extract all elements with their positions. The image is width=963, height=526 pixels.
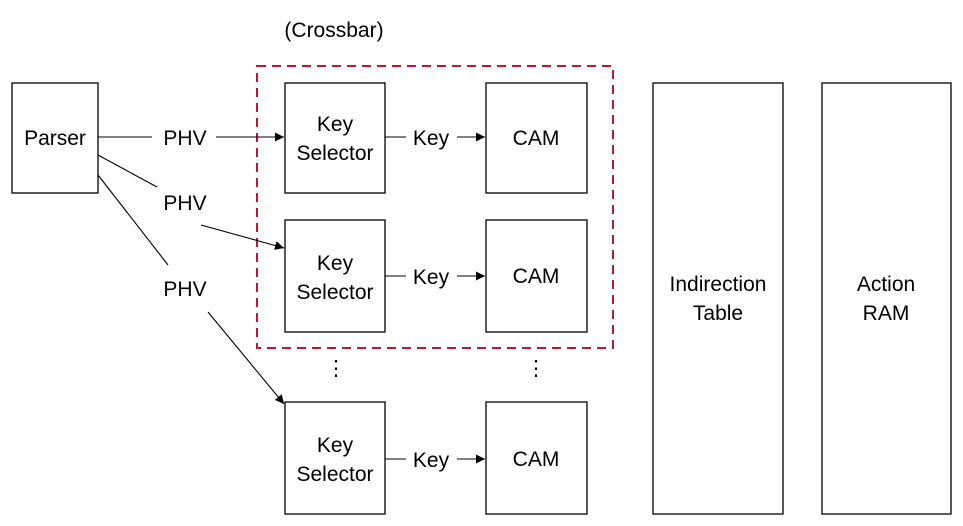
- key-label-2: Key: [413, 266, 450, 289]
- parser-box: Parser: [11, 82, 99, 194]
- key-selector-2-line1: Key: [317, 252, 354, 275]
- crossbar-label: (Crossbar): [284, 19, 383, 42]
- phv-label-3: PHV: [163, 278, 206, 301]
- ellipsis-key-selectors: ⋮: [326, 357, 347, 380]
- key-selector-3-line1: Key: [317, 434, 354, 457]
- phv-connector-3: PHV: [97, 174, 285, 405]
- ellipsis-cams: ⋮: [526, 357, 547, 380]
- cam-1: CAM: [485, 82, 588, 194]
- key-connector-1: Key: [385, 127, 485, 150]
- cam-2: CAM: [485, 219, 588, 333]
- phv-label-1: PHV: [163, 127, 206, 150]
- phv-label-2: PHV: [163, 192, 206, 215]
- action-ram-box: Action RAM: [821, 82, 952, 515]
- key-selector-2: Key Selector: [284, 219, 386, 333]
- cam-3-label: CAM: [513, 448, 560, 471]
- action-ram-line1: Action: [857, 273, 915, 296]
- key-selector-1: Key Selector: [284, 82, 386, 194]
- cam-2-label: CAM: [513, 265, 560, 288]
- cam-1-label: CAM: [513, 127, 560, 150]
- key-connector-3: Key: [385, 449, 485, 472]
- phv-connector-2: PHV: [97, 154, 285, 250]
- key-selector-3: Key Selector: [284, 401, 386, 515]
- key-label-1: Key: [413, 127, 450, 150]
- phv-connector-1: PHV: [98, 127, 284, 150]
- key-selector-3-line2: Selector: [296, 463, 373, 486]
- key-connector-2: Key: [385, 266, 485, 289]
- key-selector-1-line1: Key: [317, 113, 354, 136]
- key-selector-1-line2: Selector: [296, 142, 373, 165]
- key-selector-2-line2: Selector: [296, 281, 373, 304]
- indirection-table-line1: Indirection: [670, 273, 767, 296]
- action-ram-line2: RAM: [863, 302, 910, 325]
- crossbar-region: [256, 65, 614, 349]
- indirection-table-line2: Table: [693, 302, 743, 325]
- cam-3: CAM: [485, 401, 588, 515]
- indirection-table-box: Indirection Table: [652, 82, 784, 515]
- key-label-3: Key: [413, 449, 450, 472]
- parser-label: Parser: [24, 127, 86, 150]
